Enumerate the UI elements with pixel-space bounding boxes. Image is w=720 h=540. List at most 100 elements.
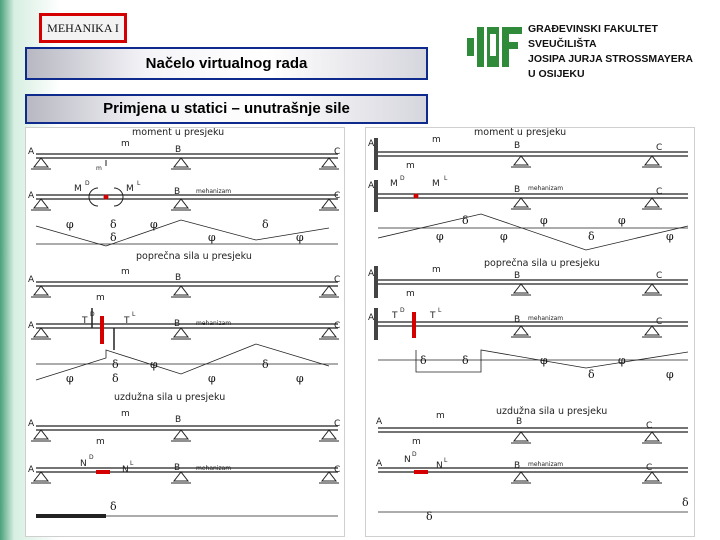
svg-text:B: B [174, 319, 180, 329]
axial-left: N [80, 459, 87, 469]
university-line-1: GRAĐEVINSKI FAKULTET [528, 23, 658, 35]
svg-text:δ: δ [462, 214, 469, 227]
svg-text:A: A [28, 191, 35, 201]
svg-text:φ: φ [208, 231, 216, 244]
svg-text:uzdužna sila u presjeku: uzdužna sila u presjeku [496, 406, 607, 417]
svg-text:δ: δ [426, 510, 433, 523]
svg-text:A: A [28, 419, 35, 429]
svg-text:mehanizam: mehanizam [196, 320, 231, 327]
svg-text:moment u presjeku: moment u presjeku [474, 128, 566, 138]
svg-text:φ: φ [666, 368, 674, 381]
svg-text:m: m [406, 289, 415, 299]
svg-text:φ: φ [436, 230, 444, 243]
svg-text:D: D [400, 175, 405, 182]
svg-text:C: C [334, 321, 340, 331]
svg-text:C: C [656, 187, 662, 197]
svg-text:C: C [334, 465, 340, 475]
mechanism-label: mehanizam [196, 188, 231, 195]
moment-right: M [126, 184, 134, 194]
svg-text:δ: δ [110, 231, 117, 244]
svg-text:B: B [174, 187, 180, 197]
svg-text:δ: δ [112, 372, 119, 385]
shear-right: T [123, 316, 130, 326]
svg-text:m: m [96, 437, 105, 447]
svg-text:N: N [404, 455, 411, 465]
svg-text:φ: φ [296, 231, 304, 244]
svg-text:D: D [400, 307, 405, 314]
svg-text:A: A [28, 321, 35, 331]
svg-text:A: A [368, 269, 375, 279]
svg-text:C: C [656, 317, 662, 327]
university-line-3: JOSIPA JURJA STROSSMAYERA [528, 53, 693, 65]
svg-text:D: D [412, 451, 417, 458]
faculty-logo [467, 27, 522, 67]
svg-text:δ: δ [112, 358, 119, 371]
svg-text:φ: φ [540, 354, 548, 367]
svg-text:A: A [376, 417, 383, 427]
svg-text:L: L [130, 460, 134, 467]
moment-left: M [74, 184, 82, 194]
svg-text:B: B [514, 271, 520, 281]
svg-text:N: N [436, 461, 443, 471]
shear-left: T [81, 316, 88, 326]
svg-text:B: B [175, 273, 181, 283]
slide-title: Načelo virtualnog rada [25, 47, 428, 80]
label-m: m [121, 139, 130, 149]
university-line-2: SVEUČILIŠTA [528, 38, 597, 50]
svg-text:M: M [390, 179, 398, 189]
svg-text:m: m [121, 409, 130, 419]
svg-text:φ: φ [618, 354, 626, 367]
svg-text:φ: φ [66, 372, 74, 385]
svg-text:L: L [444, 457, 448, 464]
svg-text:φ: φ [618, 214, 626, 227]
svg-text:φ: φ [540, 214, 548, 227]
svg-text:B: B [516, 417, 522, 427]
svg-text:δ: δ [420, 354, 427, 367]
svg-text:C: C [656, 143, 662, 153]
caption-axial: uzdužna sila u presjeku [114, 392, 225, 403]
svg-text:B: B [174, 463, 180, 473]
svg-text:δ: δ [588, 368, 595, 381]
svg-text:A: A [376, 459, 383, 469]
svg-text:C: C [334, 191, 340, 201]
diagram-panel-left: moment u presjeku A m B C m A M D M L B … [25, 127, 345, 537]
university-line-4: U OSIJEKU [528, 68, 585, 80]
svg-text:M: M [432, 179, 440, 189]
svg-text:φ: φ [150, 358, 158, 371]
axial-right: N [122, 465, 129, 475]
svg-text:m: m [96, 165, 102, 172]
diagram-right-svg: moment u presjeku A m B C m A M D M L B … [368, 128, 689, 523]
svg-text:D: D [85, 180, 90, 187]
svg-text:mehanizam: mehanizam [528, 185, 563, 192]
svg-text:A: A [28, 275, 35, 285]
svg-text:L: L [438, 307, 442, 314]
svg-text:B: B [175, 415, 181, 425]
svg-text:L: L [132, 311, 136, 318]
svg-text:m: m [406, 161, 415, 171]
svg-text:A: A [28, 465, 35, 475]
label-c: C [334, 147, 340, 157]
university-name: GRAĐEVINSKI FAKULTET SVEUČILIŠTA JOSIPA … [528, 22, 708, 82]
slide-subtitle: Primjena u statici – unutrašnje sile [25, 94, 428, 124]
svg-text:L: L [444, 175, 448, 182]
svg-text:φ: φ [150, 218, 158, 231]
svg-text:B: B [514, 185, 520, 195]
svg-text:φ: φ [208, 372, 216, 385]
svg-text:B: B [514, 315, 520, 325]
svg-text:δ: δ [682, 496, 689, 509]
svg-text:mehanizam: mehanizam [528, 315, 563, 322]
svg-text:δ: δ [588, 230, 595, 243]
svg-text:C: C [646, 463, 652, 473]
svg-text:δ: δ [110, 500, 117, 513]
svg-text:φ: φ [500, 230, 508, 243]
svg-text:m: m [121, 267, 130, 277]
svg-text:δ: δ [262, 358, 269, 371]
svg-text:D: D [89, 454, 94, 461]
svg-text:C: C [334, 419, 340, 429]
svg-text:m: m [96, 293, 105, 303]
svg-text:φ: φ [296, 372, 304, 385]
svg-text:L: L [137, 180, 141, 187]
caption-moment: moment u presjeku [132, 128, 224, 138]
svg-text:mehanizam: mehanizam [528, 461, 563, 468]
caption-shear: poprečna sila u presjeku [136, 251, 252, 262]
